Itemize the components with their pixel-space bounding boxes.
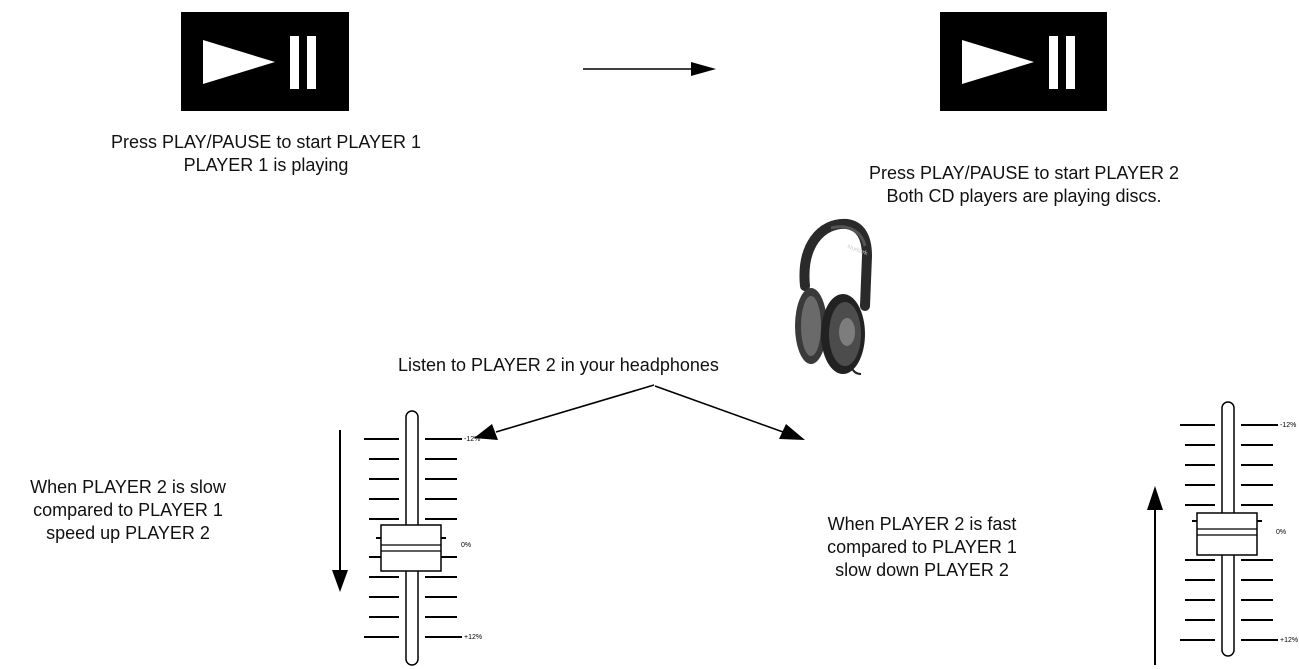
pitch-label-top: -12% <box>1280 422 1296 429</box>
pitch-label-bottom: +12% <box>464 634 482 641</box>
player-1-caption-line-2: PLAYER 1 is playing <box>183 155 349 175</box>
headphones-icon: Numark <box>795 218 873 375</box>
player-1-caption-line-1: Press PLAY/PAUSE to start PLAYER 1 <box>110 132 422 152</box>
pitch-fader-icon[interactable]: -12% 0% +12% <box>364 409 524 669</box>
slow-case-text: When PLAYER 2 is slow compared to PLAYER… <box>0 476 256 545</box>
play-pause-button-player-1[interactable] <box>181 12 349 111</box>
arrow-icon <box>332 430 348 592</box>
pitch-label-mid: 0% <box>1276 529 1286 536</box>
arrow-icon <box>1147 486 1163 665</box>
slow-case-line-2: compared to PLAYER 1 <box>33 500 223 520</box>
arrow-icon <box>654 385 805 440</box>
fast-case-line-1: When PLAYER 2 is fast <box>827 514 1017 534</box>
player-2-caption-line-2: Both CD players are playing discs. <box>886 186 1162 206</box>
pitch-fader-icon[interactable]: -12% 0% +12% <box>1180 400 1299 660</box>
slow-case-line-1: When PLAYER 2 is slow <box>30 477 226 497</box>
pitch-label-top: -12% <box>464 436 480 443</box>
slow-case-line-3: speed up PLAYER 2 <box>46 523 210 543</box>
listen-instruction: Listen to PLAYER 2 in your headphones <box>398 355 719 375</box>
play-pause-button-player-2[interactable] <box>940 12 1107 111</box>
player-2-caption: Press PLAY/PAUSE to start PLAYER 2 Both … <box>824 162 1224 208</box>
fast-case-line-3: slow down PLAYER 2 <box>835 560 1009 580</box>
play-pause-icon <box>203 36 316 89</box>
fast-case-line-2: compared to PLAYER 1 <box>827 537 1017 557</box>
fast-case-text: When PLAYER 2 is fast compared to PLAYER… <box>794 513 1050 582</box>
arrow-icon <box>583 62 716 76</box>
player-1-caption: Press PLAY/PAUSE to start PLAYER 1 PLAYE… <box>66 131 466 177</box>
player-2-caption-line-1: Press PLAY/PAUSE to start PLAYER 2 <box>868 163 1180 183</box>
arrow-icon <box>474 384 655 440</box>
pitch-label-bottom: +12% <box>1280 637 1298 644</box>
play-pause-icon <box>962 36 1075 89</box>
pitch-label-mid: 0% <box>461 542 471 549</box>
